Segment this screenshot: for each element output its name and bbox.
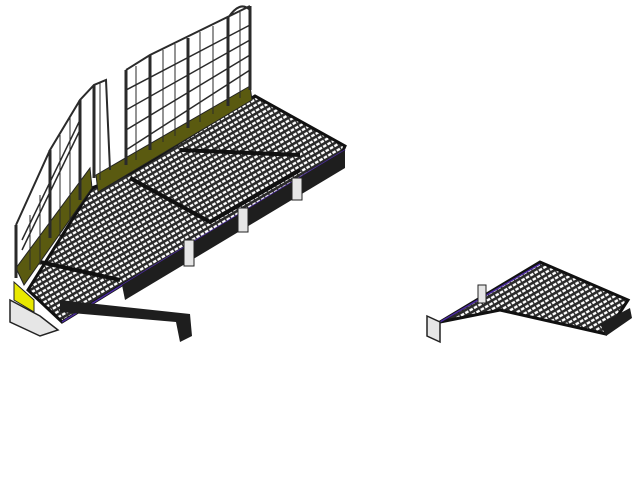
support-arm [60,300,192,342]
kickplate [15,166,93,286]
support-arm [600,308,632,336]
secondary-platform [426,260,632,344]
end-bracket [426,314,441,344]
end-bracket [9,298,60,337]
main-platform [9,5,347,342]
edge-trim [439,263,541,323]
front-stringer [122,150,345,300]
deck-beam [39,260,121,282]
platform-deck-grating [439,260,631,336]
leg-bracket [237,207,249,233]
railing [14,5,252,278]
leg-bracket [183,239,195,267]
deck-beam [129,168,302,225]
leg-bracket [291,177,303,201]
leg-bracket [477,284,487,304]
deck-beam [179,148,301,157]
